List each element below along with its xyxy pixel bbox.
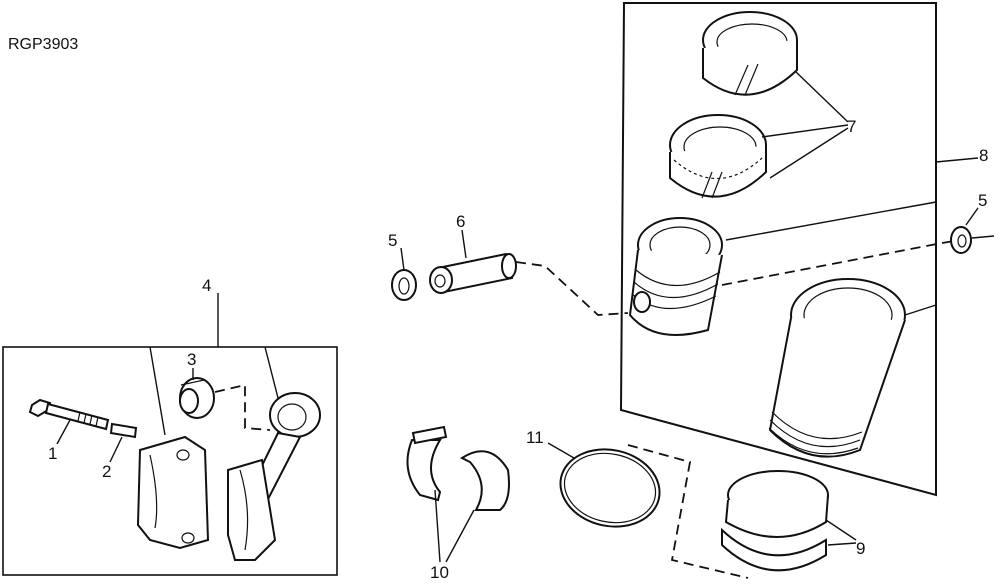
callout-9: 9 bbox=[856, 539, 865, 558]
leader-7 bbox=[761, 71, 849, 179]
piston-ring-lower bbox=[669, 114, 767, 199]
callout-4: 4 bbox=[202, 276, 211, 295]
callout-3: 3 bbox=[187, 350, 196, 369]
callout-6: 6 bbox=[456, 212, 465, 231]
callout-10: 10 bbox=[430, 563, 449, 582]
callout-11: 11 bbox=[526, 428, 544, 447]
callout-5-right: 5 bbox=[978, 191, 987, 210]
snap-ring-left bbox=[391, 269, 417, 301]
rod-dowel bbox=[109, 422, 138, 439]
leader-10 bbox=[434, 489, 475, 563]
rod-cap bbox=[136, 435, 210, 550]
cylinder-liner bbox=[768, 278, 906, 458]
leader-9 bbox=[825, 519, 857, 546]
piston-ring-upper bbox=[702, 11, 798, 96]
leader-piston bbox=[725, 201, 937, 241]
liner-packing-ring-lower bbox=[721, 527, 827, 572]
liner-o-ring bbox=[559, 448, 661, 528]
leader-8 bbox=[935, 157, 979, 163]
connecting-rod bbox=[227, 392, 321, 561]
liner-packing-ring-upper bbox=[724, 470, 829, 538]
alignment-stub-right bbox=[971, 235, 995, 239]
leader-11 bbox=[547, 442, 575, 459]
leader-1 bbox=[56, 419, 71, 445]
piston-pin-bushing bbox=[179, 377, 215, 419]
piston-liner-group-box bbox=[619, 1, 937, 497]
rod-bearing-lower bbox=[459, 450, 510, 511]
leader-5-right bbox=[965, 207, 979, 226]
piston bbox=[628, 217, 723, 336]
callout-1: 1 bbox=[48, 444, 57, 463]
group-4-pointers bbox=[149, 346, 279, 436]
drawing-code: RGP3903 bbox=[8, 36, 78, 53]
piston-pin bbox=[429, 252, 517, 294]
snap-ring-right bbox=[950, 226, 972, 254]
rod-bolt bbox=[28, 398, 110, 431]
callout-8: 8 bbox=[979, 146, 988, 165]
bushing-alignment-line bbox=[214, 383, 271, 431]
rod-bearing-upper bbox=[406, 425, 448, 502]
callout-2: 2 bbox=[102, 462, 111, 481]
pin-alignment-line bbox=[515, 261, 629, 316]
leader-6 bbox=[461, 229, 467, 259]
connecting-rod-group-box bbox=[2, 346, 338, 576]
ring-alignment-bracket bbox=[627, 444, 749, 579]
callout-5-left: 5 bbox=[388, 231, 397, 250]
leader-liner bbox=[904, 304, 937, 316]
leader-2 bbox=[109, 436, 123, 463]
leader-5-left bbox=[400, 247, 405, 271]
callout-7: 7 bbox=[847, 117, 856, 136]
